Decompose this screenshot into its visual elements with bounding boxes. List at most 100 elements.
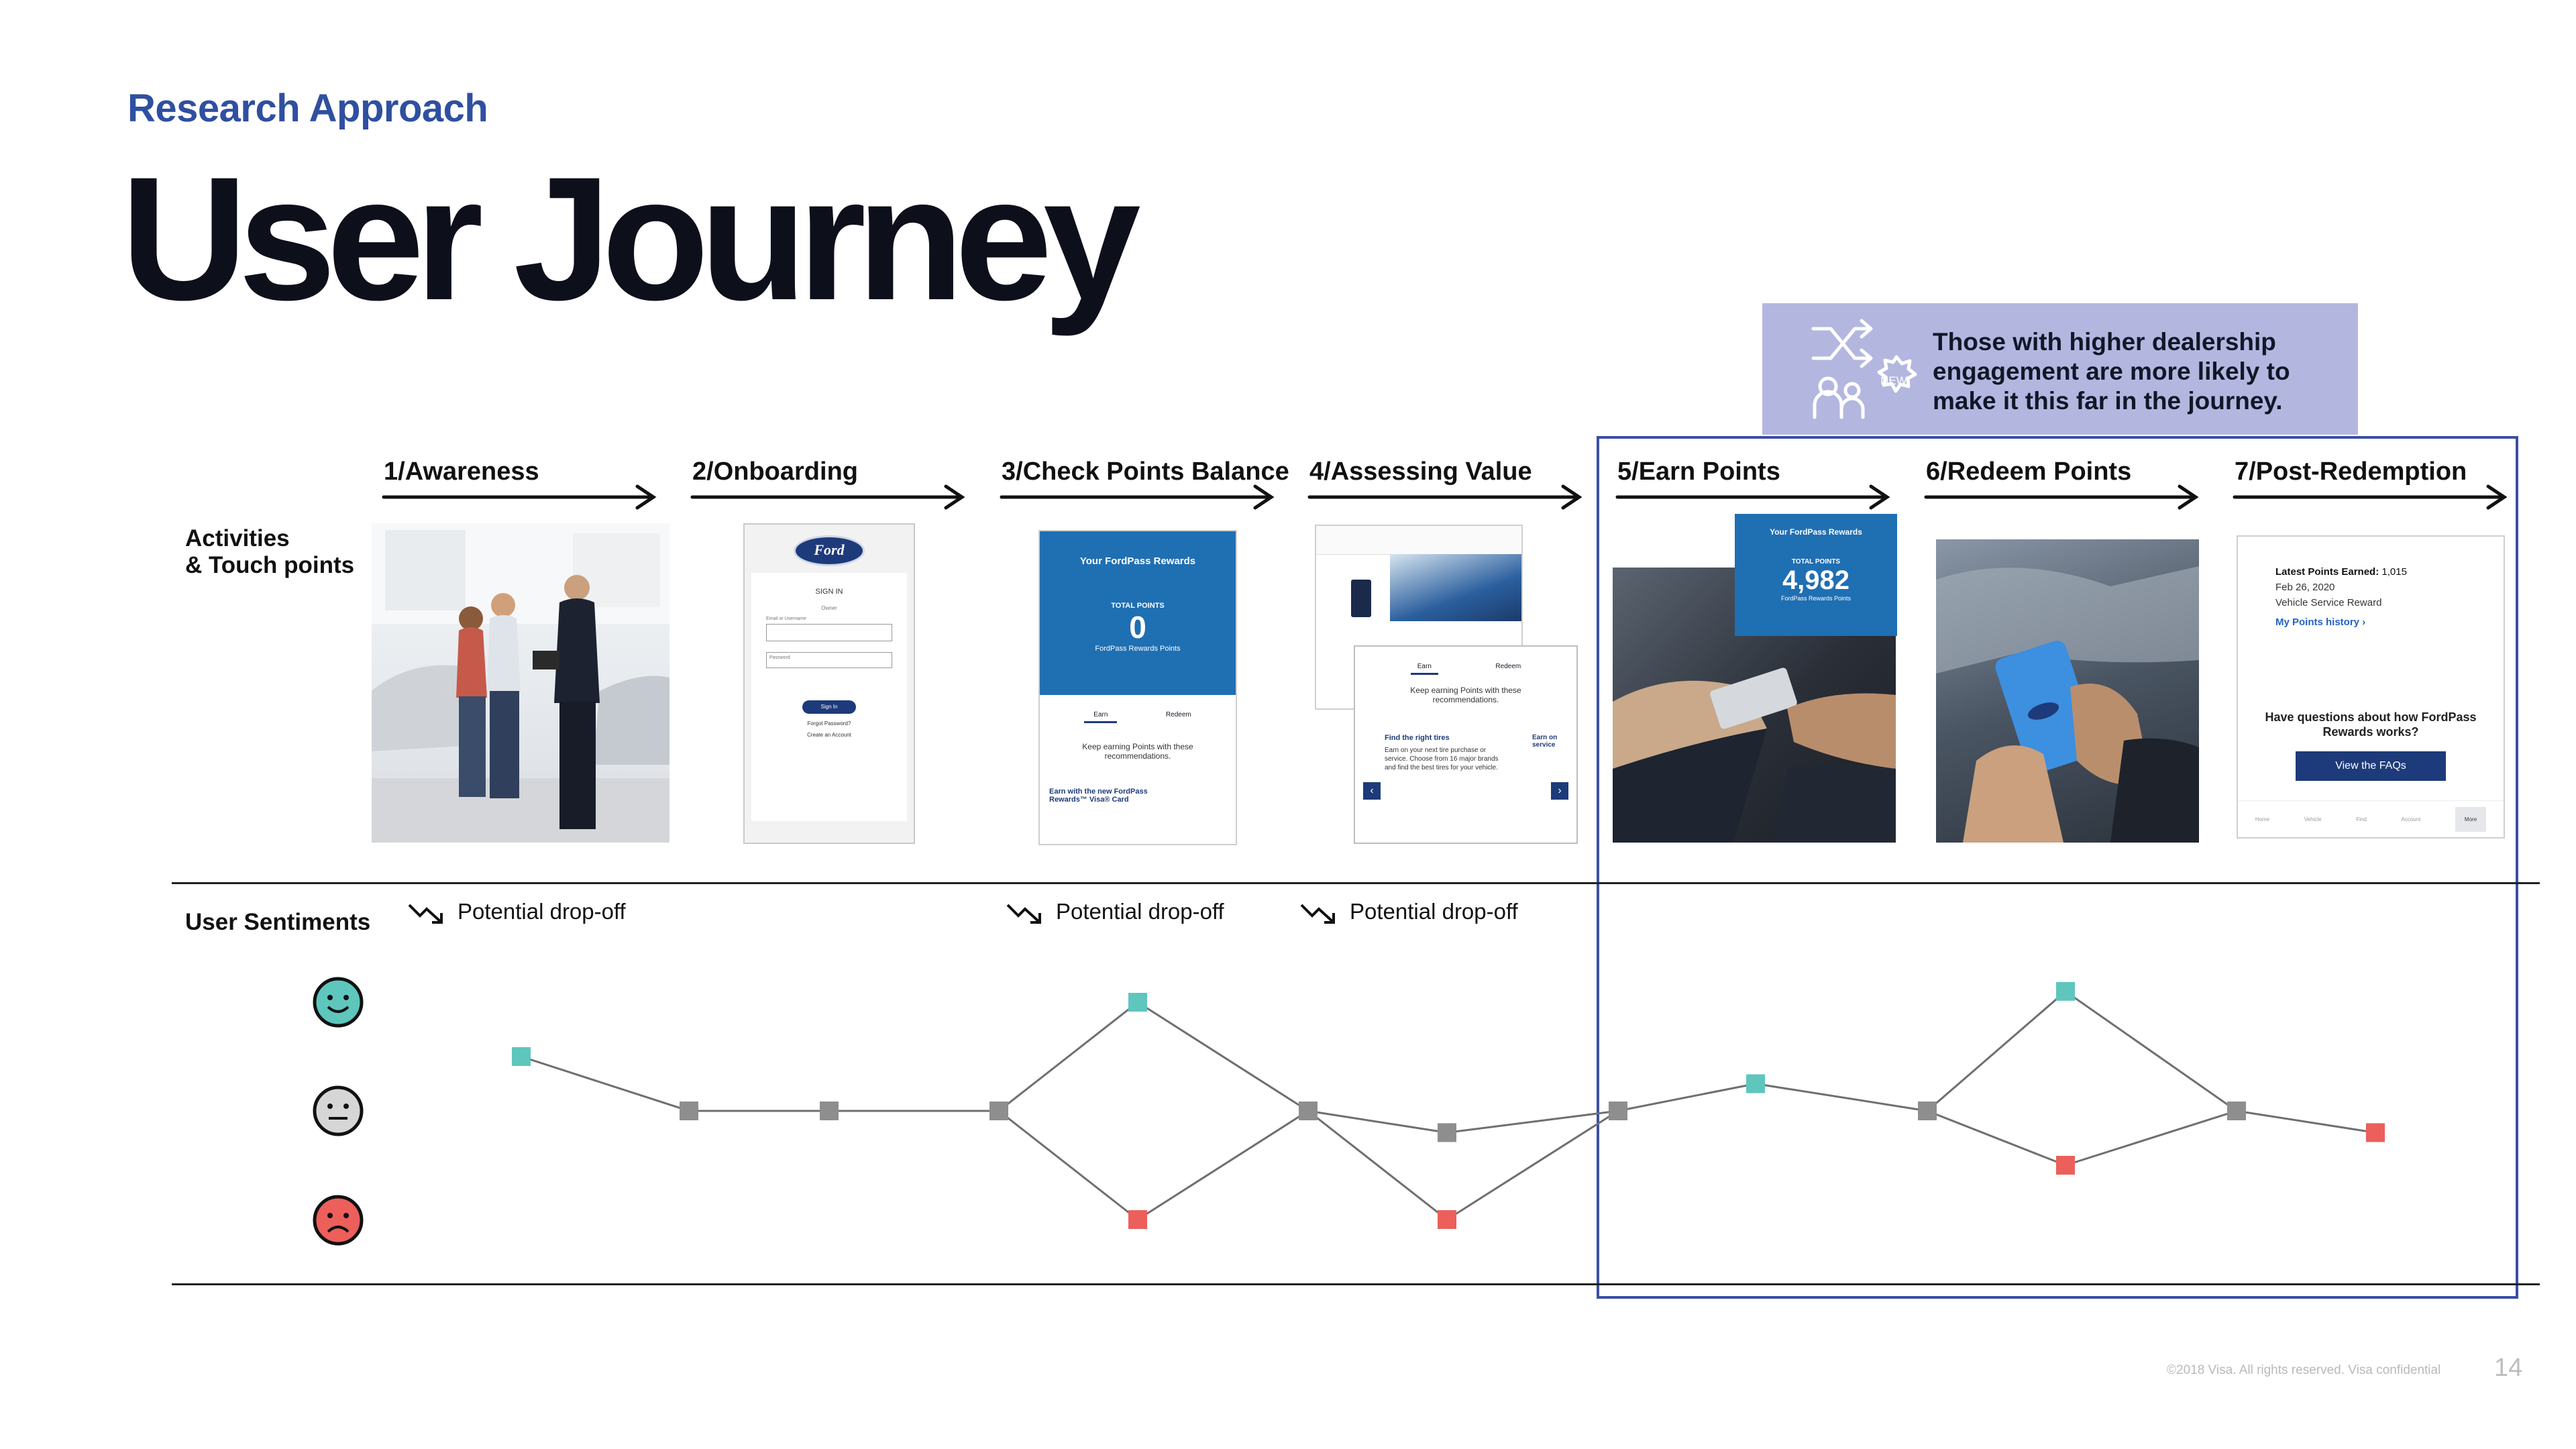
reward-name: Vehicle Service Reward	[2275, 597, 2382, 608]
rewards-points-sub: FordPass Rewards Points	[1780, 595, 1851, 602]
onboarding-signin-screen: Ford SIGN IN Owner Email or Username Pas…	[743, 523, 915, 844]
activities-label-line1: Activities	[185, 525, 290, 551]
tires-title: Find the right tires	[1385, 734, 1450, 742]
shuffle-people-new-icon: NEW	[1811, 319, 1917, 419]
drop-off-label: Potential drop-off	[1350, 899, 1518, 924]
visa-card-promo[interactable]: Earn with the new FordPass Rewards™ Visa…	[1049, 788, 1148, 804]
drop-off-label: Potential drop-off	[1056, 899, 1224, 924]
total-points-label: TOTAL POINTS	[1791, 558, 1841, 566]
sentiment-edge	[1137, 1001, 1309, 1112]
points-balance-screen: Your FordPass Rewards TOTAL POINTS 0 For…	[1038, 530, 1237, 845]
trend-down-icon	[1006, 904, 1041, 924]
signin-heading: SIGN IN	[815, 588, 843, 596]
divider-top	[172, 882, 2540, 884]
sentiment-point-positive	[512, 1047, 531, 1066]
divider-bottom	[172, 1283, 2540, 1285]
nav-vehicle[interactable]: Vehicle	[2304, 816, 2322, 822]
sentiment-edge	[1446, 1110, 1619, 1221]
earning-hint: Keep earning Points with these recommend…	[1410, 686, 1521, 704]
points-history-link[interactable]: My Points history ›	[2275, 616, 2366, 628]
page-title: User Journey	[121, 140, 1141, 337]
password-field[interactable]: Password	[766, 652, 892, 668]
total-points-value: 4,982	[1782, 566, 1850, 595]
sentiment-edge	[1446, 1110, 1619, 1134]
stage-arrow	[382, 484, 657, 510]
sentiment-point-negative	[1128, 1210, 1147, 1229]
sentiment-edge	[998, 1110, 1138, 1221]
email-label: Email or Username	[766, 616, 806, 621]
sentiment-edge	[521, 1055, 690, 1112]
sentiment-point-neutral	[989, 1102, 1008, 1120]
stage-onboarding: 2/Onboarding	[692, 458, 858, 486]
trend-down-icon	[408, 904, 443, 924]
tab-earn[interactable]: Earn	[1084, 711, 1118, 723]
stage-check-points-balance: 3/Check Points Balance	[1002, 458, 1289, 486]
tab-redeem[interactable]: Redeem	[1495, 663, 1521, 670]
nav-account[interactable]: Account	[2401, 816, 2421, 822]
latest-points-date: Feb 26, 2020	[2275, 582, 2335, 593]
drop-off-assessing-value: Potential drop-off	[1299, 899, 1518, 926]
insight-callout: NEW Those with higher dealership engagem…	[1762, 303, 2358, 435]
carousel-prev-button[interactable]: ‹	[1363, 782, 1381, 800]
section-kicker: Research Approach	[127, 87, 488, 130]
tab-redeem[interactable]: Redeem	[1165, 711, 1191, 718]
stage-arrows	[382, 484, 2508, 510]
total-points-value: 0	[1129, 610, 1146, 645]
phone-redeem-photo	[1936, 539, 2199, 843]
create-account-link[interactable]: Create an Account	[807, 732, 851, 738]
activities-label-line2: & Touch points	[185, 552, 355, 578]
signin-button[interactable]: Sign In	[802, 700, 856, 714]
stage-arrow	[1615, 484, 1890, 510]
signin-owner-label: Owner	[821, 605, 837, 611]
sentiment-point-neutral	[680, 1102, 698, 1120]
stage-arrow	[1000, 484, 1275, 510]
drop-off-label: Potential drop-off	[458, 899, 626, 924]
drop-off-check-balance: Potential drop-off	[1005, 899, 1224, 926]
nav-home[interactable]: Home	[2255, 816, 2270, 822]
sentiment-edge	[1137, 1110, 1309, 1221]
stage-awareness: 1/Awareness	[384, 458, 539, 486]
tab-earn[interactable]: Earn	[1410, 663, 1438, 675]
post-redemption-screen: Latest Points Earned: 1,015 Feb 26, 2020…	[2237, 535, 2505, 839]
sentiment-edge	[1307, 1110, 1448, 1134]
service-title: Earn on service	[1532, 734, 1558, 749]
nav-find[interactable]: Find	[2356, 816, 2367, 822]
stage-redeem-points: 6/Redeem Points	[1926, 458, 2132, 486]
email-field[interactable]	[766, 624, 892, 641]
sentiment-point-positive	[1128, 993, 1147, 1012]
tires-body: Earn on your next tire purchase or servi…	[1385, 747, 1499, 771]
earning-hint: Keep earning Points with these recommend…	[1082, 742, 1193, 761]
stage-arrow	[690, 484, 965, 510]
faq-question: Have questions about how FordPass Reward…	[2265, 710, 2477, 739]
stage-assessing-value: 4/Assessing Value	[1309, 458, 1532, 486]
rewards-header: Your FordPass Rewards	[1079, 555, 1196, 567]
sentiment-point-neutral	[1299, 1102, 1318, 1120]
sentiment-point-neutral	[1438, 1123, 1456, 1142]
ford-logo: Ford	[794, 535, 865, 566]
dealership-photo	[372, 523, 669, 843]
engaged-segment-frame	[1597, 436, 2518, 1299]
callout-text: Those with higher dealership engagement …	[1933, 328, 2290, 415]
stage-post-redemption: 7/Post-Redemption	[2235, 458, 2467, 486]
activities-label: Activities & Touch points	[185, 525, 354, 579]
earn-recommendations-screen: Earn Redeem Keep earning Points with the…	[1354, 645, 1578, 844]
neutral-face-icon	[313, 1085, 364, 1136]
points-earned-overlay: Your FordPass Rewards TOTAL POINTS 4,982…	[1735, 514, 1897, 636]
sentiment-point-negative	[1438, 1210, 1456, 1229]
rewards-header: Your FordPass Rewards	[1770, 527, 1862, 537]
view-faqs-button[interactable]: View the FAQs	[2296, 751, 2446, 781]
drop-off-awareness: Potential drop-off	[407, 899, 626, 926]
latest-points-value: 1,015	[2381, 566, 2407, 578]
stage-arrow	[2233, 484, 2508, 510]
nav-more[interactable]: More	[2455, 806, 2487, 832]
rewards-points-sub: FordPass Rewards Points	[1095, 645, 1181, 653]
page-number: 14	[2494, 1354, 2523, 1382]
trend-down-icon	[1300, 904, 1335, 924]
forgot-password-link[interactable]: Forgot Password?	[807, 720, 851, 727]
sentiment-edge	[998, 1001, 1138, 1112]
sad-face-icon	[313, 1195, 364, 1246]
stage-arrow	[1924, 484, 2199, 510]
sentiments-label: User Sentiments	[185, 909, 371, 935]
carousel-next-button[interactable]: ›	[1551, 782, 1568, 800]
new-badge-label: NEW	[1880, 374, 1907, 387]
